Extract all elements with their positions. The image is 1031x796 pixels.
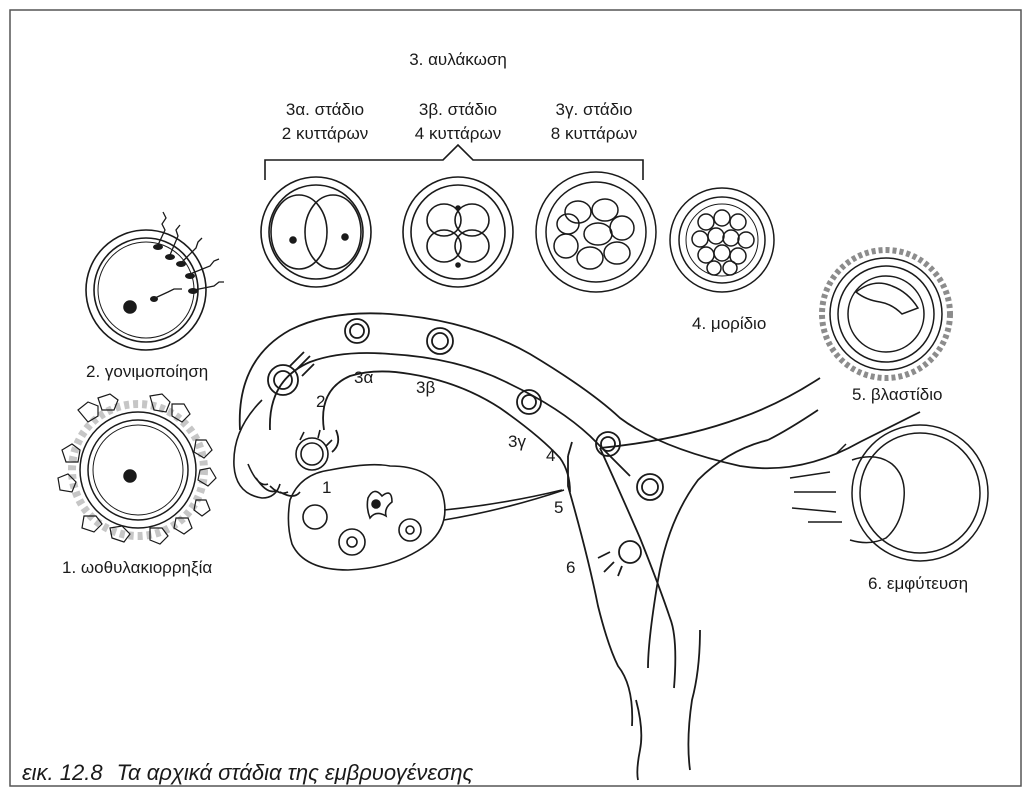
caption-text: Τα αρχικά στάδια της εμβρυογένεσης [117, 760, 474, 785]
path-number-4: 4 [546, 446, 555, 466]
fimbria [234, 400, 332, 498]
morula [670, 188, 774, 292]
path-number-2: 2 [316, 392, 325, 412]
fertilization-egg [86, 212, 224, 350]
implantation [790, 425, 988, 561]
stage-3c-line2: 8 κυττάρων [544, 124, 644, 144]
cleavage-title: 3. αυλάκωση [398, 50, 518, 70]
path-number-1: 1 [322, 478, 331, 498]
figure-caption: εικ. 12.8 Τα αρχικά στάδια της εμβρυογένε… [22, 760, 473, 786]
cell-4-stage [403, 177, 513, 287]
fallopian-tube [240, 313, 920, 500]
label-ovulation: 1. ωοθυλακιορρηξία [62, 558, 212, 578]
stage-3a-line1: 3α. στάδιο [275, 100, 375, 120]
path-number-3c: 3γ [508, 432, 526, 452]
label-implantation: 6. εμφύτευση [868, 574, 968, 594]
stage-3b-line2: 4 κυττάρων [408, 124, 508, 144]
caption-figure-number: εικ. 12.8 [22, 760, 103, 785]
cell-2-stage [261, 177, 371, 287]
path-number-6: 6 [566, 558, 575, 578]
stage-3b-line1: 3β. στάδιο [408, 100, 508, 120]
label-blastocyst: 5. βλαστίδιο [852, 385, 942, 405]
path-number-3b: 3β [416, 378, 435, 398]
blastocyst [822, 250, 950, 378]
stage-3a-line2: 2 κυττάρων [275, 124, 375, 144]
ovulation-egg [58, 394, 216, 544]
cleavage-bracket [265, 145, 643, 180]
path-number-3a: 3α [354, 368, 373, 388]
label-fertilization: 2. γονιμοποίηση [86, 362, 208, 382]
label-morula: 4. μορίδιο [692, 314, 766, 334]
cell-8-stage [536, 172, 656, 292]
stage-3c-line1: 3γ. στάδιο [544, 100, 644, 120]
path-number-5: 5 [554, 498, 563, 518]
